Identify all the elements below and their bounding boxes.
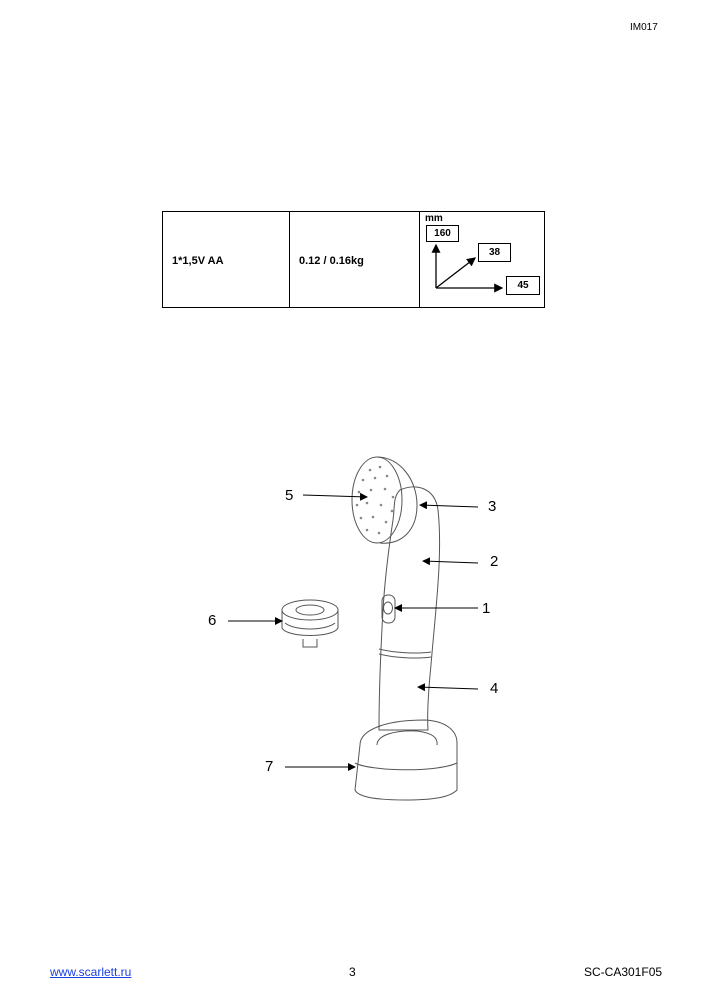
spec-cell-dimensions: mm 160 38 45 [420, 212, 544, 307]
model-code: SC-CA301F05 [584, 965, 663, 979]
page-number: 3 [349, 965, 356, 979]
callout-4: 4 [490, 680, 499, 697]
document-code: IM017 [630, 22, 658, 33]
website-link[interactable]: www.scarlett.ru [50, 965, 132, 979]
brush-bristles [355, 465, 395, 535]
callout-6: 6 [208, 612, 217, 629]
power-spec: 1*1,5V AA [172, 255, 224, 267]
dimension-width: 45 [506, 276, 540, 295]
spec-table: 1*1,5V AA 0.12 / 0.16kg mm 160 38 [162, 211, 545, 308]
callout-3: 3 [488, 498, 497, 515]
weight-spec: 0.12 / 0.16kg [299, 255, 364, 267]
spec-cell-weight: 0.12 / 0.16kg [290, 212, 420, 307]
spec-cell-power: 1*1,5V AA [163, 212, 290, 307]
dimension-height: 160 [426, 225, 459, 242]
callout-2: 2 [490, 553, 499, 570]
dimension-arrows [431, 243, 504, 293]
callout-5: 5 [285, 487, 294, 504]
dimension-unit: mm [425, 213, 443, 224]
device-illustration [228, 456, 479, 801]
dimension-depth: 38 [478, 243, 511, 262]
callout-7: 7 [265, 758, 274, 775]
callout-1: 1 [482, 600, 491, 617]
